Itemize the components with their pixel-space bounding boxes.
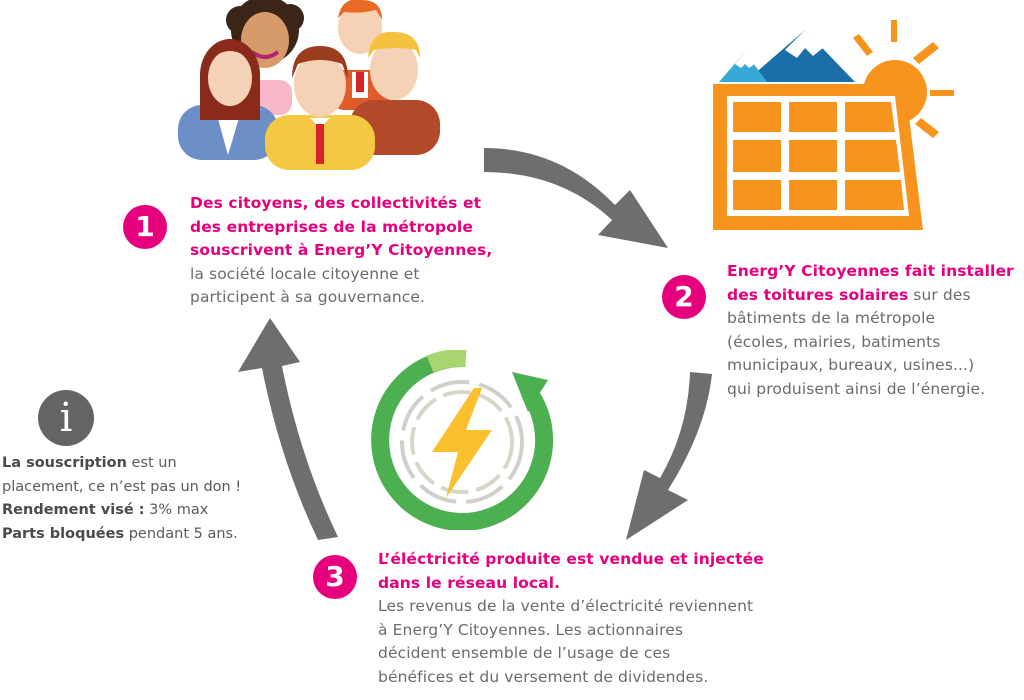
info-line: Rendement visé : 3% max bbox=[2, 499, 292, 523]
step-number-1: 1 bbox=[123, 205, 167, 249]
info-text: La souscription est un placement, ce n’e… bbox=[2, 452, 292, 546]
step-2-text: Energ’Y Citoyennes fait installer des to… bbox=[727, 260, 1024, 401]
step-2-line: des toitures solaires sur des bbox=[727, 284, 1024, 308]
step-1-line: souscrivent à Energ’Y Citoyennes, bbox=[190, 241, 493, 259]
info-bold: Parts bloquées bbox=[2, 525, 125, 542]
info-rest: 3% max bbox=[144, 502, 209, 518]
info-icon: i bbox=[38, 390, 94, 446]
solar-roof-icon bbox=[713, 20, 954, 230]
step-1-line: Des citoyens, des collectivités et bbox=[190, 194, 482, 212]
step-number-2: 2 bbox=[662, 275, 706, 319]
step-3-line: décident ensemble de l’usage de ces bbox=[378, 644, 671, 662]
step-3-line: dans le réseau local. bbox=[378, 573, 561, 592]
step-2-line: bâtiments de la métropole bbox=[727, 309, 936, 327]
info-line: placement, ce n’est pas un don ! bbox=[2, 478, 242, 495]
energy-cycle-icon bbox=[371, 350, 554, 530]
step-1-line: des entreprises de la métropole bbox=[190, 217, 473, 236]
info-bold: La souscription bbox=[2, 455, 127, 471]
info-rest: pendant 5 ans. bbox=[124, 525, 238, 542]
step-2-rest: sur des bbox=[908, 285, 971, 304]
step-2-line: municipaux, bureaux, usines...) bbox=[727, 356, 975, 374]
info-bold: Rendement visé : bbox=[2, 502, 145, 518]
step-3-text: L’éléctricité produite est vendue et inj… bbox=[378, 548, 818, 689]
info-line: Parts bloquées pendant 5 ans. bbox=[2, 523, 292, 547]
step-1-text: Des citoyens, des collectivités et des e… bbox=[190, 192, 510, 310]
step-number-3: 3 bbox=[313, 555, 357, 599]
step-3-line: à Energ’Y Citoyennes. Les actionnaires bbox=[378, 620, 684, 639]
step-1-line: la société locale citoyenne et bbox=[190, 264, 420, 283]
step-1-line: participent à sa gouvernance. bbox=[190, 288, 426, 306]
info-line: La souscription est un bbox=[2, 452, 292, 476]
step-2-line: qui produisent ainsi de l’énergie. bbox=[727, 379, 986, 398]
step-2-line: (écoles, mairies, batiments bbox=[727, 332, 941, 351]
step-2-line: Energ’Y Citoyennes fait installer bbox=[727, 262, 1014, 280]
step-2-bold: des toitures solaires bbox=[727, 285, 909, 304]
step-3-line: Les revenus de la vente d’électricité re… bbox=[378, 597, 754, 615]
step-3-line: bénéfices et du versement de dividendes. bbox=[378, 667, 709, 686]
people-group-icon bbox=[178, 0, 440, 170]
info-rest: est un bbox=[126, 455, 177, 471]
step-3-line: L’éléctricité produite est vendue et inj… bbox=[378, 550, 764, 568]
